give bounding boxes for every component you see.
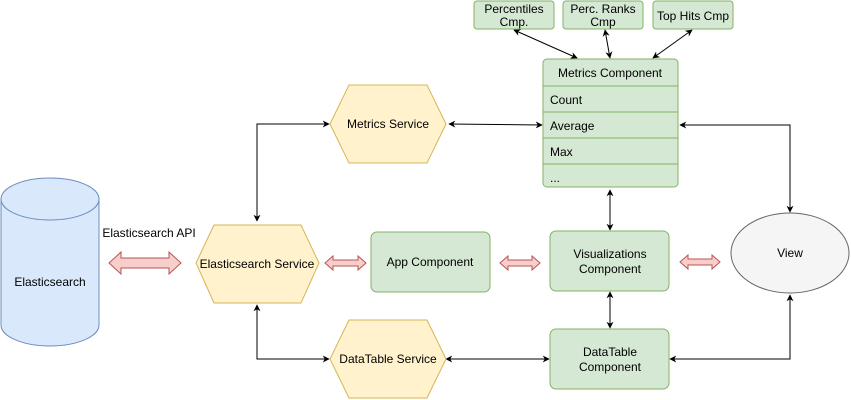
top-hits-cmp-label: Top Hits Cmp xyxy=(657,9,729,23)
percentiles-cmp-label-line1: Percentiles xyxy=(484,2,543,16)
datatable-service-label: DataTable Service xyxy=(339,352,437,366)
metrics-component-title: Metrics Component xyxy=(558,66,663,80)
api-flow-arrow xyxy=(108,250,182,276)
metrics-row-max: Max xyxy=(550,145,573,159)
perc-ranks-cmp-label-line1: Perc. Ranks xyxy=(570,2,635,16)
edge-metrics-view xyxy=(679,121,794,213)
edge-percranks-metrics xyxy=(602,29,613,59)
metrics-service-node[interactable]: Metrics Service xyxy=(329,84,447,164)
perc-ranks-cmp-label-line2: Cmp xyxy=(590,15,616,29)
top-hits-cmp-node[interactable]: Top Hits Cmp xyxy=(652,0,734,30)
view-node[interactable]: View xyxy=(730,212,850,294)
elasticsearch-api-label: Elasticsearch API xyxy=(102,226,195,240)
datatable-component-node[interactable]: DataTable Component xyxy=(549,328,670,390)
elasticsearch-label: Elasticsearch xyxy=(14,275,85,289)
metrics-component-node[interactable]: Metrics Component Count Average Max ... xyxy=(542,58,679,188)
elasticsearch-service-label: Elasticsearch Service xyxy=(200,257,315,271)
visualizations-component-node[interactable]: Visualizations Component xyxy=(549,230,670,292)
visualizations-component-label-line2: Component xyxy=(579,262,642,276)
perc-ranks-cmp-node[interactable]: Perc. Ranks Cmp xyxy=(562,0,644,30)
edge-elasticsearchservice-metricsservice xyxy=(253,120,330,222)
app-visualizations-flow-arrow xyxy=(499,254,541,272)
elasticsearch-node[interactable]: Elasticsearch xyxy=(0,177,100,347)
app-component-label: App Component xyxy=(387,255,474,269)
edge-tophits-metrics xyxy=(652,29,693,59)
datatable-component-label-line2: Component xyxy=(579,360,642,374)
app-component-node[interactable]: App Component xyxy=(370,231,491,293)
edge-elasticsearchservice-datatableservice xyxy=(253,304,330,363)
datatable-service-node[interactable]: DataTable Service xyxy=(329,319,447,399)
view-label: View xyxy=(777,246,803,260)
edge-percentiles-metrics xyxy=(513,29,578,59)
metrics-row-count: Count xyxy=(550,93,583,107)
metrics-row-more: ... xyxy=(550,171,560,185)
service-app-flow-arrow xyxy=(324,254,367,272)
elasticsearch-service-node[interactable]: Elasticsearch Service xyxy=(195,224,320,304)
metrics-row-average: Average xyxy=(550,119,595,133)
visualizations-component-label-line1: Visualizations xyxy=(573,247,646,261)
metrics-service-label: Metrics Service xyxy=(347,117,429,131)
datatable-component-label-line1: DataTable xyxy=(583,345,637,359)
percentiles-cmp-node[interactable]: Percentiles Cmp. xyxy=(473,0,555,30)
percentiles-cmp-label-line2: Cmp. xyxy=(500,15,529,29)
edges xyxy=(253,29,794,363)
visualizations-view-flow-arrow xyxy=(679,253,721,271)
edge-metricsservice-metricscomponent xyxy=(448,120,543,129)
flow-arrows xyxy=(108,250,721,276)
edge-datatable-view xyxy=(669,294,794,363)
